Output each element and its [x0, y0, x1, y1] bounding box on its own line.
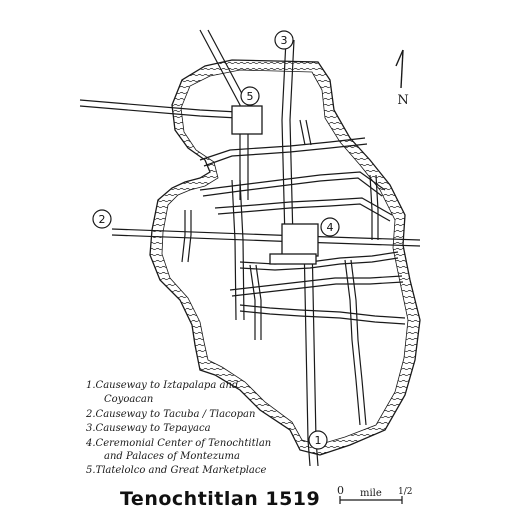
legend-line-5: 5.Tlatelolco and Great Marketplace [86, 465, 266, 476]
legend-line-1: 1.Causeway to Iztapalapa and [86, 380, 238, 391]
marker-3: 3 [274, 30, 294, 50]
north-arrow-icon: N [395, 49, 409, 108]
north-label: N [397, 93, 408, 108]
causeway-3-tepayaca [281, 39, 287, 241]
canals [181, 119, 406, 426]
legend-line-4: 4.Ceremonial Center of Tenochtitlan [85, 438, 271, 449]
legend-line-4b: and Palaces of Montezuma [104, 451, 240, 462]
scale-bar: 0 mile 1/2 [337, 484, 412, 504]
legend: 1.Causeway to Iztapalapa and Coyoacan 2.… [85, 380, 271, 476]
marker-1-label: 1 [315, 434, 322, 447]
scale-end-label: 1/2 [398, 487, 412, 497]
marker-4: 4 [320, 217, 340, 237]
legend-line-3: 3.Causeway to Tepayaca [86, 423, 211, 434]
marker-5: 5 [240, 86, 260, 106]
marker-5-label: 5 [247, 90, 254, 103]
marker-3-label: 3 [281, 34, 288, 47]
causeway-iztapalapa [303, 239, 311, 467]
map-title: Tenochtitlan 1519 [120, 488, 320, 510]
legend-line-2: 2.Causeway to Tacuba / Tlacopan [85, 409, 255, 420]
legend-line-1b: Coyoacan [104, 394, 153, 405]
marker-1: 1 [308, 430, 328, 450]
tlatelolco-plaza [231, 105, 263, 135]
scale-zero-label: 0 [337, 484, 344, 497]
marker-2-label: 2 [99, 213, 106, 226]
plazas [231, 105, 319, 265]
scale-unit-label: mile [360, 488, 382, 499]
ceremonial-center-plaza [281, 223, 319, 257]
marker-2: 2 [92, 209, 112, 229]
marker-4-label: 4 [327, 221, 334, 234]
